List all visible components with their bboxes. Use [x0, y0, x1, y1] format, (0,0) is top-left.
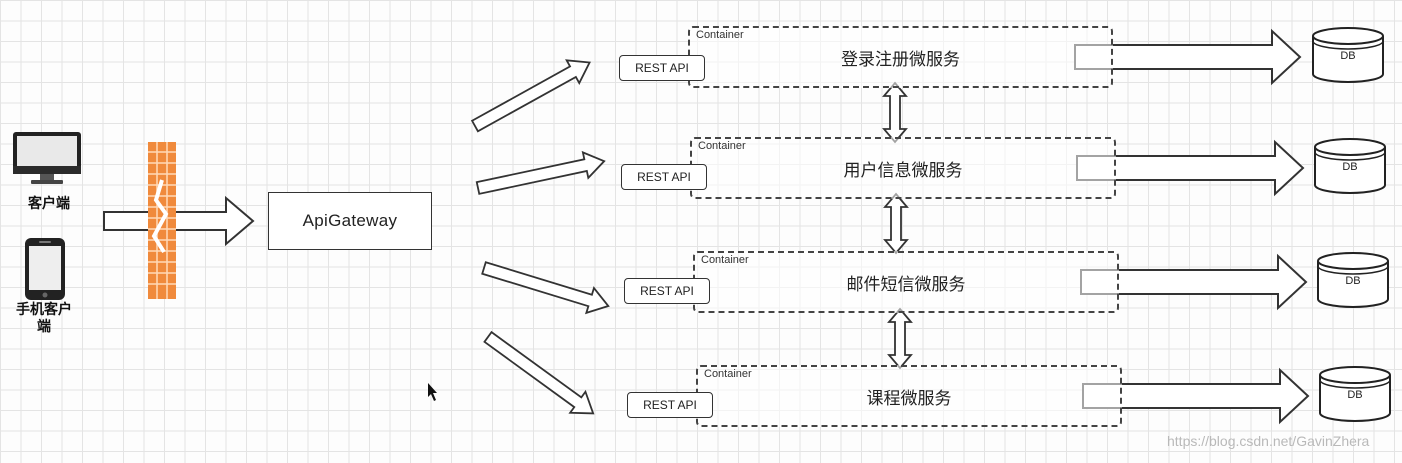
database-3: DB [1316, 251, 1390, 309]
watermark-url: https://blog.csdn.net/GavinZhera [1167, 433, 1370, 449]
mobile-client-label: 手机客户端 [16, 301, 72, 334]
container-tag: Container [701, 254, 749, 266]
double-arrow-3-4 [887, 307, 913, 370]
service-container-3: Container 邮件短信微服务 [693, 251, 1119, 313]
arrow-to-service-3 [481, 261, 610, 315]
database-label: DB [1347, 389, 1363, 401]
mobile-phone-icon [25, 238, 65, 300]
rest-api-badge-3: REST API [624, 278, 710, 304]
arrow-to-service-1 [470, 59, 591, 133]
database-label: DB [1342, 161, 1358, 173]
database-label: DB [1340, 50, 1356, 62]
database-icon [1317, 252, 1389, 308]
api-gateway-box: ApiGateway [268, 192, 432, 250]
gateway-to-service-arrows [470, 59, 610, 415]
container-tag: Container [698, 140, 746, 152]
double-arrow-2-3 [883, 192, 909, 255]
database-icon [1319, 366, 1391, 422]
database-1: DB [1311, 26, 1385, 84]
arrow-to-service-4 [483, 330, 595, 415]
cursor-icon [428, 383, 437, 401]
service-name: 课程微服务 [866, 388, 952, 408]
database-icon [1314, 138, 1386, 194]
container-tag: Container [704, 368, 752, 380]
api-gateway-label: ApiGateway [302, 211, 398, 230]
rest-api-badge-2: REST API [621, 164, 707, 190]
database-4: DB [1318, 365, 1392, 423]
inter-service-double-arrows [882, 81, 913, 370]
database-label: DB [1345, 275, 1361, 287]
container-tag: Container [696, 29, 744, 41]
service-container-2: Container 用户信息微服务 [690, 137, 1116, 199]
database-icon [1312, 27, 1384, 83]
desktop-client-label: 客户端 [28, 195, 70, 211]
rest-api-badge-1: REST API [619, 55, 705, 81]
service-name: 邮件短信微服务 [846, 274, 966, 294]
service-container-4: Container 课程微服务 [696, 365, 1122, 427]
double-arrow-1-2 [882, 81, 908, 144]
database-2: DB [1313, 137, 1387, 195]
service-name: 登录注册微服务 [841, 49, 960, 69]
service-name: 用户信息微服务 [843, 160, 963, 180]
desktop-monitor-icon [13, 132, 81, 184]
firewall-icon [148, 142, 176, 299]
arrow-to-service-2 [475, 150, 606, 195]
rest-api-badge-4: REST API [627, 392, 713, 418]
service-container-1: Container 登录注册微服务 [688, 26, 1113, 88]
service-to-db-arrows [1074, 28, 1310, 425]
client-to-gateway-arrow [103, 195, 255, 247]
